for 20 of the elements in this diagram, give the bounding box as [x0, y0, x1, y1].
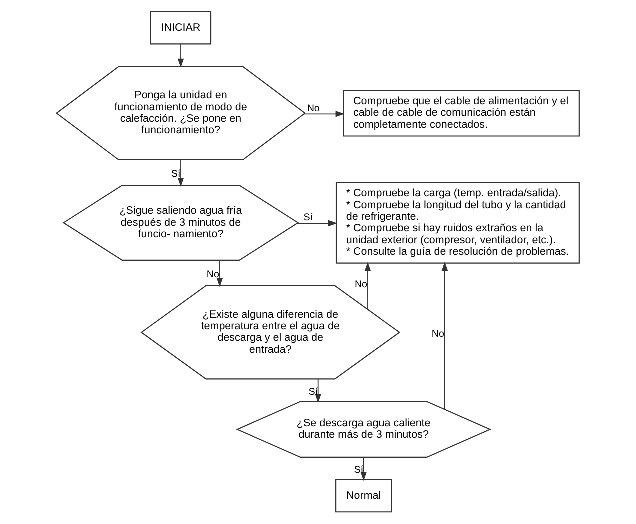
arrow	[442, 262, 448, 410]
node-box: * Compruebe la carga (temp. entrada/salida). * Compruebe la longitud del tubo y la cantidad de refrigerante. * Compruebe si hay ruidos extraños en la unidad exterior (compresor, ventilador, etc.). * Consulte la guía de resolución de problemas.	[336, 182, 580, 264]
arrow	[364, 262, 372, 310]
node-box: Compruebe que el cable de alimentación y el cable de cable de comunicación están completamente conectados.	[343, 90, 580, 137]
edge-label: Sí	[354, 465, 364, 476]
edge-label: No	[206, 269, 220, 280]
arrow	[297, 220, 338, 227]
edge-label: No	[307, 103, 320, 114]
edge-label: Sí	[308, 386, 318, 398]
arrow	[304, 111, 345, 118]
node-box: Normal	[336, 479, 392, 513]
edge-label: Sí	[171, 169, 181, 180]
node-box: INICIAR	[150, 11, 212, 45]
arrow	[360, 457, 367, 482]
edge-label: Sí	[304, 212, 314, 224]
edge-label: No	[432, 329, 445, 340]
arrow	[178, 44, 184, 68]
arrow	[178, 160, 184, 187]
arrow	[216, 260, 224, 288]
arrow	[315, 378, 322, 404]
